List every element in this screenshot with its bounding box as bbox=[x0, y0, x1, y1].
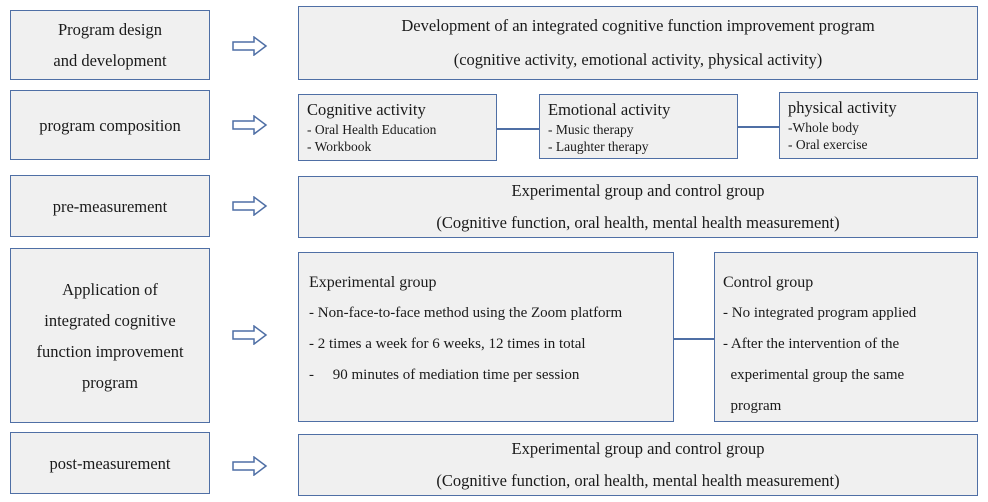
post-measurement-box: Experimental group and control group (Co… bbox=[298, 434, 978, 496]
experimental-group-box: Experimental group - Non-face-to-face me… bbox=[298, 252, 674, 422]
development-line-1: Development of an integrated cognitive f… bbox=[401, 16, 875, 35]
experimental-group-title: Experimental group bbox=[309, 274, 437, 291]
stage-label-line: post-measurement bbox=[49, 453, 171, 473]
control-group-item: experimental group the same bbox=[723, 367, 905, 383]
stage-label-line: function improvement bbox=[36, 341, 184, 361]
post-measurement-line-2: (Cognitive function, oral health, mental… bbox=[436, 471, 840, 490]
physical-activity-item: - Oral exercise bbox=[788, 137, 868, 152]
stage-label-line: pre-measurement bbox=[52, 196, 168, 216]
arrow-icon bbox=[232, 115, 268, 135]
cognitive-activity-item: - Workbook bbox=[307, 139, 372, 154]
stage-label-line: program bbox=[82, 372, 138, 392]
experimental-group-item: - 2 times a week for 6 weeks, 12 times i… bbox=[309, 336, 586, 352]
post-measurement-line-1: Experimental group and control group bbox=[511, 439, 765, 458]
stage-box-application: Application of integrated cognitive func… bbox=[10, 248, 210, 423]
stage-label-line: Program design bbox=[57, 20, 163, 39]
arrow-icon bbox=[232, 196, 268, 216]
development-box: Development of an integrated cognitive f… bbox=[298, 6, 978, 80]
emotional-activity-item: - Laughter therapy bbox=[548, 139, 649, 154]
cognitive-activity-box: Cognitive activity - Oral Health Educati… bbox=[298, 94, 497, 161]
emotional-activity-item: - Music therapy bbox=[548, 122, 634, 137]
stage-label-line: integrated cognitive bbox=[44, 310, 176, 330]
control-group-box: Control group - No integrated program ap… bbox=[714, 252, 978, 422]
pre-measurement-line-1: Experimental group and control group bbox=[511, 181, 765, 200]
stage-label-line: Application of bbox=[62, 279, 158, 299]
control-group-item: program bbox=[723, 398, 782, 414]
pre-measurement-line-2: (Cognitive function, oral health, mental… bbox=[436, 213, 840, 232]
arrow-icon bbox=[232, 456, 268, 476]
experimental-group-item: - 90 minutes of mediation time per sessi… bbox=[309, 367, 580, 383]
control-group-item: - No integrated program applied bbox=[723, 305, 917, 321]
emotional-activity-box: Emotional activity - Music therapy - Lau… bbox=[539, 94, 738, 159]
composition-connector bbox=[496, 128, 540, 130]
physical-activity-box: physical activity -Whole body - Oral exe… bbox=[779, 92, 978, 159]
stage-box-composition: program composition bbox=[10, 90, 210, 160]
pre-measurement-box: Experimental group and control group (Co… bbox=[298, 176, 978, 238]
physical-activity-title: physical activity bbox=[788, 98, 897, 117]
physical-activity-item: -Whole body bbox=[788, 120, 859, 135]
development-line-2: (cognitive activity, emotional activity,… bbox=[453, 50, 823, 69]
stage-box-design: Program design and development bbox=[10, 10, 210, 80]
arrow-icon bbox=[232, 325, 268, 345]
stage-label-line: program composition bbox=[39, 115, 181, 135]
emotional-activity-title: Emotional activity bbox=[548, 100, 671, 119]
control-group-item: - After the intervention of the bbox=[723, 336, 900, 352]
experimental-group-item: - Non-face-to-face method using the Zoom… bbox=[309, 305, 623, 321]
cognitive-activity-title: Cognitive activity bbox=[307, 100, 426, 119]
control-group-title: Control group bbox=[723, 274, 814, 291]
stage-box-pre-measurement: pre-measurement bbox=[10, 175, 210, 237]
cognitive-activity-item: - Oral Health Education bbox=[307, 122, 437, 137]
group-connector bbox=[673, 338, 715, 340]
stage-label-line: and development bbox=[53, 51, 167, 70]
arrow-icon bbox=[232, 36, 268, 56]
composition-connector bbox=[737, 126, 779, 128]
stage-box-post-measurement: post-measurement bbox=[10, 432, 210, 494]
